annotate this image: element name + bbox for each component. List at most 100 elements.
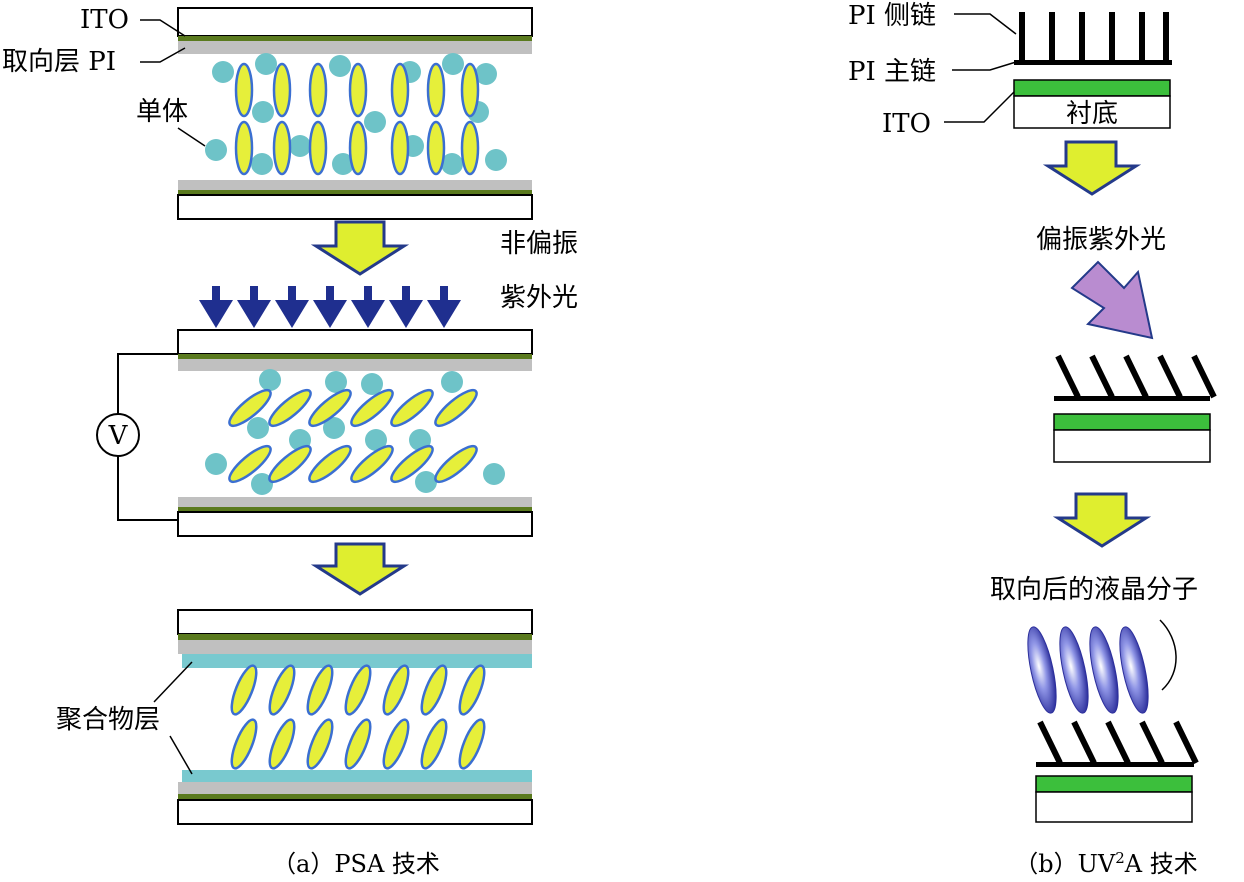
side-chain <box>1019 12 1025 62</box>
liquid-crystal-molecule <box>458 718 486 770</box>
monomer <box>212 61 234 83</box>
side-chain <box>1191 354 1217 399</box>
process-arrow-b2 <box>1052 492 1152 548</box>
liquid-crystal-molecule <box>268 664 296 716</box>
uv-arrow-shaft <box>326 286 334 302</box>
substrate-b1 <box>1013 95 1171 129</box>
monomer <box>323 417 345 439</box>
liquid-crystal-molecule <box>308 388 352 428</box>
label-aligned-lc: 取向后的液晶分子 <box>990 575 1198 605</box>
process-arrow-1 <box>310 220 410 276</box>
liquid-crystal-molecule <box>272 120 292 176</box>
cell-polymerized <box>177 609 533 825</box>
liquid-crystal-molecule <box>458 664 486 716</box>
liquid-crystal-molecule <box>228 388 272 428</box>
uv-arrow-head <box>351 300 385 328</box>
aligned-lc-molecule <box>1059 626 1089 714</box>
label-polarized-uv: 偏振紫外光 <box>1036 225 1166 255</box>
side-chain <box>1163 12 1169 62</box>
leader-ito-b <box>944 87 1019 123</box>
uv-arrow-shaft <box>250 286 258 302</box>
top-glass <box>177 7 533 37</box>
uv-arrow-head <box>237 300 271 328</box>
substrate-b3 <box>1035 791 1193 823</box>
monomer <box>442 53 464 75</box>
label-main-chain: PI 主链 <box>848 57 936 87</box>
liquid-crystal-molecule <box>434 388 478 428</box>
side-chain <box>1123 354 1149 399</box>
side-chain <box>1071 720 1097 765</box>
liquid-crystal-molecule <box>308 62 328 118</box>
side-chain <box>1037 720 1063 765</box>
uv-arrow-head <box>313 300 347 328</box>
uv-arrow-shaft <box>440 286 448 302</box>
liquid-crystal-molecule <box>390 120 410 176</box>
cell-initial <box>177 7 533 220</box>
liquid-crystal-molecule <box>420 664 448 716</box>
side-chain <box>1139 12 1145 62</box>
monomer <box>485 149 507 171</box>
ito-layer-b2 <box>1053 413 1211 431</box>
liquid-crystal-molecule <box>228 444 272 484</box>
side-chain <box>1055 354 1081 399</box>
ito-layer-b1 <box>1013 79 1171 97</box>
monomer <box>247 417 269 439</box>
liquid-crystal-molecule <box>426 120 446 176</box>
liquid-crystal-molecule <box>308 444 352 484</box>
label-voltage: V <box>108 421 129 451</box>
top-ito-layer-2 <box>178 354 532 359</box>
liquid-crystal-molecule <box>230 718 258 770</box>
panel-a: ITO 取向层 PI 单体 非偏振 紫外光 V <box>2 5 578 878</box>
bottom-ito-layer <box>178 190 532 195</box>
monomer <box>289 135 311 157</box>
bottom-ito-layer-3 <box>178 794 532 800</box>
liquid-crystal-molecule <box>344 664 372 716</box>
aligned-lc-molecule <box>1027 626 1057 714</box>
uv-arrow-head <box>199 300 233 328</box>
panel-b: PI 侧链 PI 主链 ITO 衬底 偏振紫外光 取向后的液晶分子 <box>848 1 1217 878</box>
monomer <box>475 63 497 85</box>
liquid-crystal-molecule <box>426 62 446 118</box>
monomer <box>325 371 347 393</box>
wire-top <box>117 353 178 414</box>
liquid-crystal-molecule <box>306 718 334 770</box>
uv-arrow-shaft <box>212 286 220 302</box>
leader-aligned-lc <box>1159 619 1177 691</box>
liquid-crystal-molecule <box>268 718 296 770</box>
side-chain <box>1173 720 1199 765</box>
monomer <box>415 471 437 493</box>
monomer <box>332 153 354 175</box>
uv-arrow-shaft <box>288 286 296 302</box>
cell3-molecules <box>230 664 486 770</box>
monomer <box>252 101 274 123</box>
side-chain <box>1049 12 1055 62</box>
uv-arrow-head <box>389 300 423 328</box>
monomer <box>329 55 351 77</box>
side-chain <box>1109 12 1115 62</box>
leader-side-chain <box>954 13 1017 35</box>
wire-bottom <box>117 456 178 521</box>
liquid-crystal-molecule <box>420 718 448 770</box>
label-ito-b: ITO <box>882 109 931 139</box>
monomer <box>251 153 273 175</box>
label-pi-a: 取向层 PI <box>2 47 116 77</box>
leader-polymer-bottom <box>169 735 193 775</box>
bottom-glass <box>177 194 533 220</box>
label-uv-line1: 非偏振 <box>500 229 578 259</box>
label-uv-line2: 紫外光 <box>500 283 578 313</box>
leader-ito-a <box>140 19 186 37</box>
liquid-crystal-molecule <box>350 444 394 484</box>
side-chain <box>1079 12 1085 62</box>
leader-monomer <box>177 127 206 147</box>
aligned-lc-molecule <box>1119 626 1149 714</box>
monomer <box>205 453 227 475</box>
bottom-polymer-layer <box>182 770 532 782</box>
label-substrate: 衬底 <box>1066 99 1118 129</box>
leader-pi-a <box>140 47 186 63</box>
liquid-crystal-molecule <box>390 444 434 484</box>
uv-arrow-shaft <box>402 286 410 302</box>
unpolarized-uv-arrows <box>199 286 461 328</box>
liquid-crystal-molecule <box>348 120 368 176</box>
monomer <box>251 473 273 495</box>
